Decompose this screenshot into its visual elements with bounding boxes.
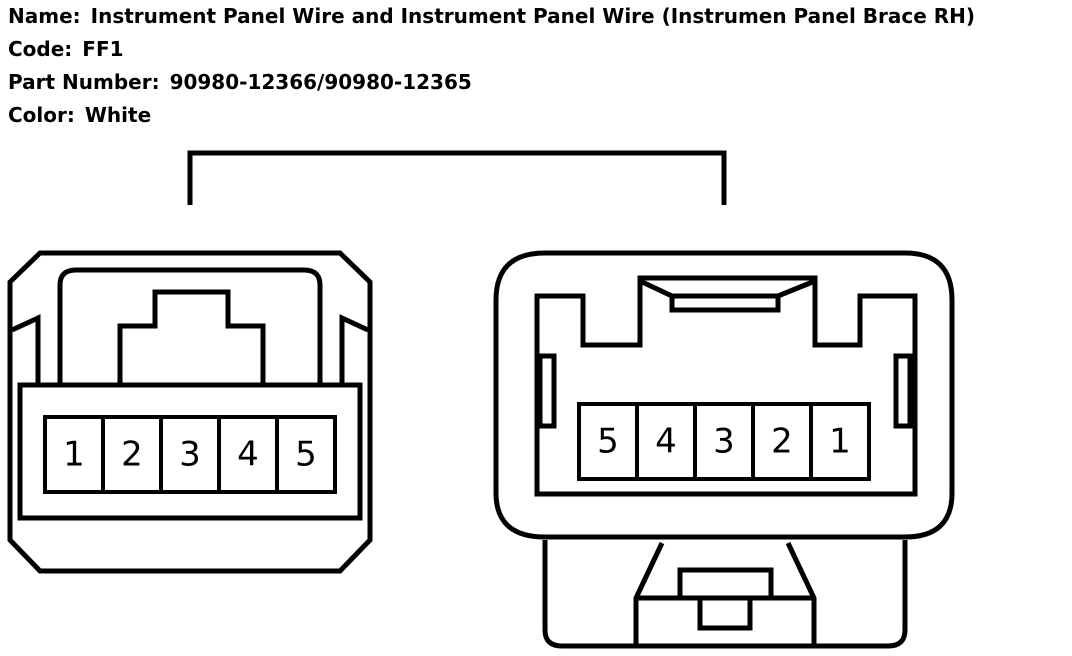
right-connector-side-guide-left xyxy=(537,353,557,429)
part-number-value: 90980-12366/90980-12365 xyxy=(169,70,472,94)
left-pin-cavity xyxy=(43,415,105,494)
right-connector-lock-release xyxy=(697,595,753,631)
right-pin-cavity xyxy=(693,402,755,481)
left-connector-key xyxy=(117,289,266,383)
left-pin-5: 5 xyxy=(275,415,337,494)
mating-bracket xyxy=(187,150,727,205)
left-pin-number: 1 xyxy=(63,435,85,475)
right-connector-lock-bracket xyxy=(633,541,817,646)
connector-info: Name: Instrument Panel Wire and Instrumen… xyxy=(8,0,1068,132)
part-number-line: Part Number: 90980-12366/90980-12365 xyxy=(8,66,1068,99)
left-pin-4: 4 xyxy=(217,415,279,494)
left-pin-cavity xyxy=(217,415,279,494)
right-pin-3: 3 xyxy=(693,402,755,481)
color-line: Color: White xyxy=(8,99,1068,132)
right-connector-body xyxy=(493,250,955,540)
left-pin-number: 5 xyxy=(295,435,317,475)
left-connector-inner-frame xyxy=(17,382,363,521)
right-pin-cavity xyxy=(751,402,813,481)
left-pin-number: 2 xyxy=(121,435,143,475)
right-connector-side-guide-right xyxy=(893,353,913,429)
code-line: Code: FF1 xyxy=(8,33,1068,66)
right-pin-number: 3 xyxy=(713,422,735,462)
right-pin-number: 2 xyxy=(771,422,793,462)
right-connector-latch-tab xyxy=(669,293,781,313)
right-connector-lower-housing xyxy=(542,540,908,649)
right-pin-2: 2 xyxy=(751,402,813,481)
left-pin-1: 1 xyxy=(43,415,105,494)
left-connector-side-ridge-right xyxy=(339,314,370,385)
left-connector-latch-frame xyxy=(57,267,323,383)
left-pin-cavity xyxy=(275,415,337,494)
code-label: Code: xyxy=(8,37,73,61)
right-pin-number: 4 xyxy=(655,422,677,462)
name-label: Name: xyxy=(8,4,81,28)
code-value: FF1 xyxy=(82,37,124,61)
name-line: Name: Instrument Panel Wire and Instrumen… xyxy=(8,0,1068,33)
name-value: Instrument Panel Wire and Instrument Pan… xyxy=(90,4,976,28)
left-connector-side-ridge-left xyxy=(10,314,41,385)
left-pin-2: 2 xyxy=(101,415,163,494)
left-pin-cavity xyxy=(101,415,163,494)
left-connector-body xyxy=(7,250,373,574)
left-pin-3: 3 xyxy=(159,415,221,494)
right-pin-cavity xyxy=(577,402,639,481)
right-pin-4: 4 xyxy=(635,402,697,481)
right-connector-inner-frame xyxy=(534,275,918,497)
right-pin-1: 1 xyxy=(809,402,871,481)
part-number-label: Part Number: xyxy=(8,70,160,94)
color-label: Color: xyxy=(8,103,75,127)
right-pin-number: 5 xyxy=(597,422,619,462)
left-pin-number: 3 xyxy=(179,435,201,475)
right-pin-number: 1 xyxy=(829,422,851,462)
right-pin-5: 5 xyxy=(577,402,639,481)
color-value: White xyxy=(84,103,152,127)
right-pin-cavity xyxy=(809,402,871,481)
right-connector-lock-tab xyxy=(677,567,774,601)
left-pin-number: 4 xyxy=(237,435,259,475)
